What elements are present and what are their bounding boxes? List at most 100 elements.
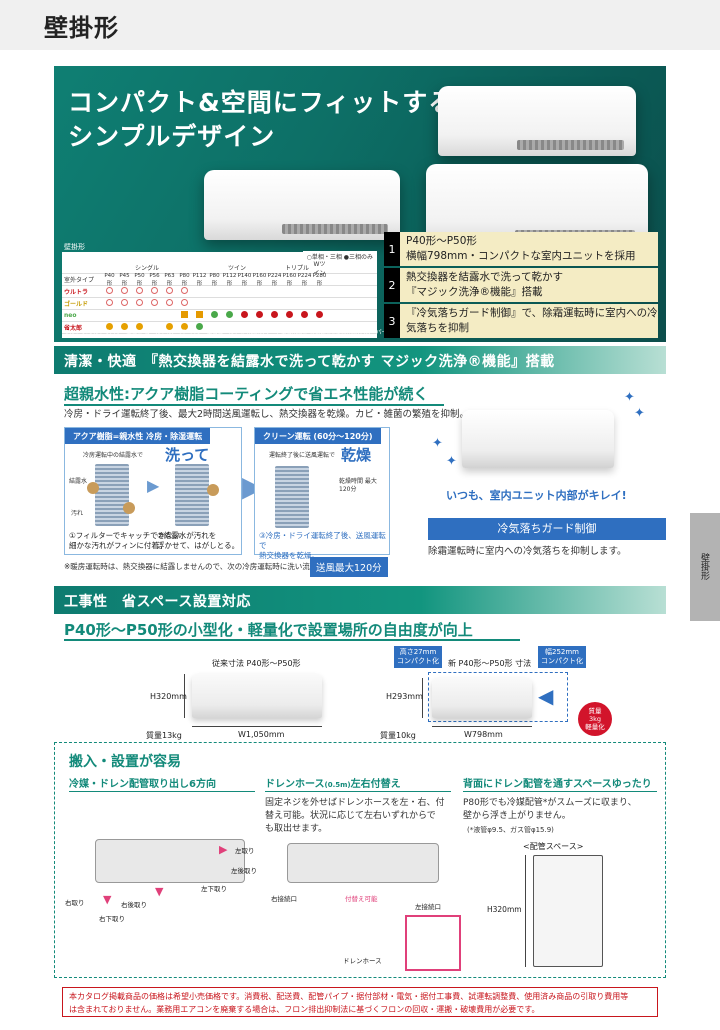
side-tab-label: 壁掛形	[699, 553, 709, 580]
panel-sub: 冷房運転中の結露水で	[83, 452, 144, 459]
col-underline	[265, 791, 451, 792]
matrix-model: P160形	[282, 272, 297, 287]
matrix-cell	[297, 311, 312, 320]
matrix-cell	[252, 311, 267, 320]
feature-line: 横幅798mm・コンパクトな室内ユニットを採用	[406, 250, 636, 262]
matrix-cell	[132, 299, 147, 308]
matrix-model: P224形	[267, 272, 282, 287]
matrix-cell	[117, 323, 132, 332]
matrix-model: P45形	[119, 272, 130, 287]
feature-number: 3	[384, 304, 400, 338]
matrix-model: P112形	[192, 272, 207, 287]
body-line: 壁から浮き上がりません。	[463, 811, 571, 821]
col2-body: 固定ネジを外せばドレンホースを左・右、付 替え可能。状況に応じて左右いずれからで…	[265, 797, 445, 836]
arrow-down-icon: ▼	[155, 885, 164, 898]
col2-head: ドレンホース(0.5m)左右付替え	[265, 775, 401, 790]
cap-line: ③冷房・ドライ運転終了後、送風運転で	[259, 531, 386, 550]
dot-mark-icon	[316, 311, 323, 318]
dot-mark-icon	[106, 323, 113, 330]
feature-text: P40形〜P50形横幅798mm・コンパクトな室内ユニットを採用	[400, 234, 636, 264]
matrix-note: ウルトラ:ウルトラパワーエコ® ゴールド:スーパーパワーエコゴールド® neo:…	[64, 330, 437, 336]
always-clean-caption: いつも、室内ユニット内部がキレイ!	[446, 489, 627, 502]
matrix-model: P63形	[164, 272, 175, 287]
section-bar-construction: 工事性 省スペース設置対応	[54, 586, 666, 614]
col3-note: (*液管φ9.5、ガス管φ15.9)	[467, 826, 554, 834]
dirt-mark	[123, 502, 135, 514]
matrix-cell	[267, 311, 282, 320]
cap-line: ②結露水が汚れを	[157, 531, 217, 540]
dot-mark-icon	[151, 287, 158, 294]
sparkle-icon: ✦	[432, 436, 443, 451]
body-line: も取出せます。	[265, 824, 328, 834]
fin-diagram	[95, 464, 129, 526]
dot-mark-icon	[166, 323, 173, 330]
dirt-mark	[207, 484, 219, 496]
feature-number: 2	[384, 268, 400, 302]
matrix-row-label: ウルトラ	[64, 289, 89, 296]
hero-banner: コンパクト&空間にフィットする シンプルデザイン ○単相・三相 ●三相のみ シン…	[54, 66, 666, 342]
dim-line	[184, 674, 185, 718]
new-size-label: 新 P40形〜P50形 寸法	[448, 659, 532, 668]
cap-line: 浮かせて、はがしとる。	[157, 541, 240, 550]
sparkle-icon: ✦	[446, 454, 457, 469]
col2-head-tail: 左右付替え	[350, 779, 401, 790]
section-bar-cleanliness: 清潔・快適 『熱交換器を結露水で洗って乾かす マジック洗浄®機能』搭載	[54, 346, 666, 374]
new-width: W798mm	[464, 730, 503, 739]
footer-line: は含まれておりません。業務用エアコンを廃棄する場合は、フロン排出抑制法に基づくフ…	[69, 1005, 540, 1014]
col-underline	[69, 791, 255, 792]
callout-line: コンパクト化	[541, 657, 583, 665]
dot-mark-icon	[121, 323, 128, 330]
piping-space-diagram	[533, 855, 603, 967]
old-weight: 質量13kg	[146, 731, 182, 740]
matrix-row-label: 省太郎	[64, 325, 83, 332]
fin-diagram	[275, 466, 309, 528]
pipe-label: 右下取り	[99, 915, 125, 923]
dot-mark-icon	[181, 287, 188, 294]
body-line: P80形でも冷媒配管*がスムーズに収まり、	[463, 798, 637, 808]
col2-head-small: (0.5m)	[324, 781, 351, 789]
fin-diagram	[175, 464, 209, 526]
matrix-model: P280形	[312, 272, 327, 287]
dot-mark-icon	[151, 299, 158, 306]
callout-height: 高さ27mm コンパクト化	[394, 646, 442, 668]
new-weight: 質量10kg	[380, 731, 416, 740]
ac-piping-diagram	[95, 839, 245, 883]
dot-mark-icon	[121, 299, 128, 306]
matrix-model: P50形	[134, 272, 145, 287]
panel-head: クリーン運転 (60分〜120分)	[255, 428, 381, 444]
matrix-row: neo	[62, 310, 377, 322]
matrix-cell	[312, 311, 327, 320]
callout-line: 幅252mm	[545, 648, 579, 656]
max-120-badge: 送風最大120分	[310, 557, 388, 577]
label-dew: 結露水	[69, 478, 88, 485]
dot-mark-icon	[226, 311, 233, 318]
matrix-cell	[162, 287, 177, 296]
panel-word: 乾燥	[341, 446, 372, 464]
matrix-group: シングル	[134, 265, 159, 272]
cap-line: 熱交換器を乾燥。	[259, 551, 319, 560]
col3-head: 背面にドレン配管を通すスペースゆったり	[463, 779, 652, 790]
feature-number: 1	[384, 232, 400, 266]
dim-line	[192, 726, 322, 727]
side-tab[interactable]: 壁掛形	[690, 513, 720, 621]
pipe-label: 右取り	[65, 899, 85, 907]
dot-mark-icon	[241, 311, 248, 318]
matrix-model: P140形	[237, 272, 252, 287]
matrix-cell	[102, 287, 117, 296]
arrow-right-icon: ▶	[219, 843, 228, 856]
matrix-cell	[192, 323, 207, 332]
matrix-cell	[147, 299, 162, 308]
cold-guard-label: 冷気落ちガード制御	[428, 518, 666, 540]
panel-head: アクア樹脂=親水性 冷房・除湿運転	[65, 428, 211, 444]
footer-line: 本カタログ掲載商品の価格は希望小売価格です。消費税、配送費、配管パイプ・据付部材…	[69, 992, 629, 1001]
matrix-cell	[177, 311, 192, 320]
matrix-model: P56形	[149, 272, 160, 287]
feature-text: 『冷気落ちガード制御』で、除霜運転時に室内への冷気落ちを抑制	[400, 306, 658, 336]
install-title: 搬入・設置が容易	[69, 754, 181, 770]
dot-mark-icon	[181, 323, 188, 330]
old-width: W1,050mm	[238, 730, 285, 739]
section-bar-text: 工事性 省スペース設置対応	[64, 594, 251, 610]
dot-mark-icon	[106, 287, 113, 294]
